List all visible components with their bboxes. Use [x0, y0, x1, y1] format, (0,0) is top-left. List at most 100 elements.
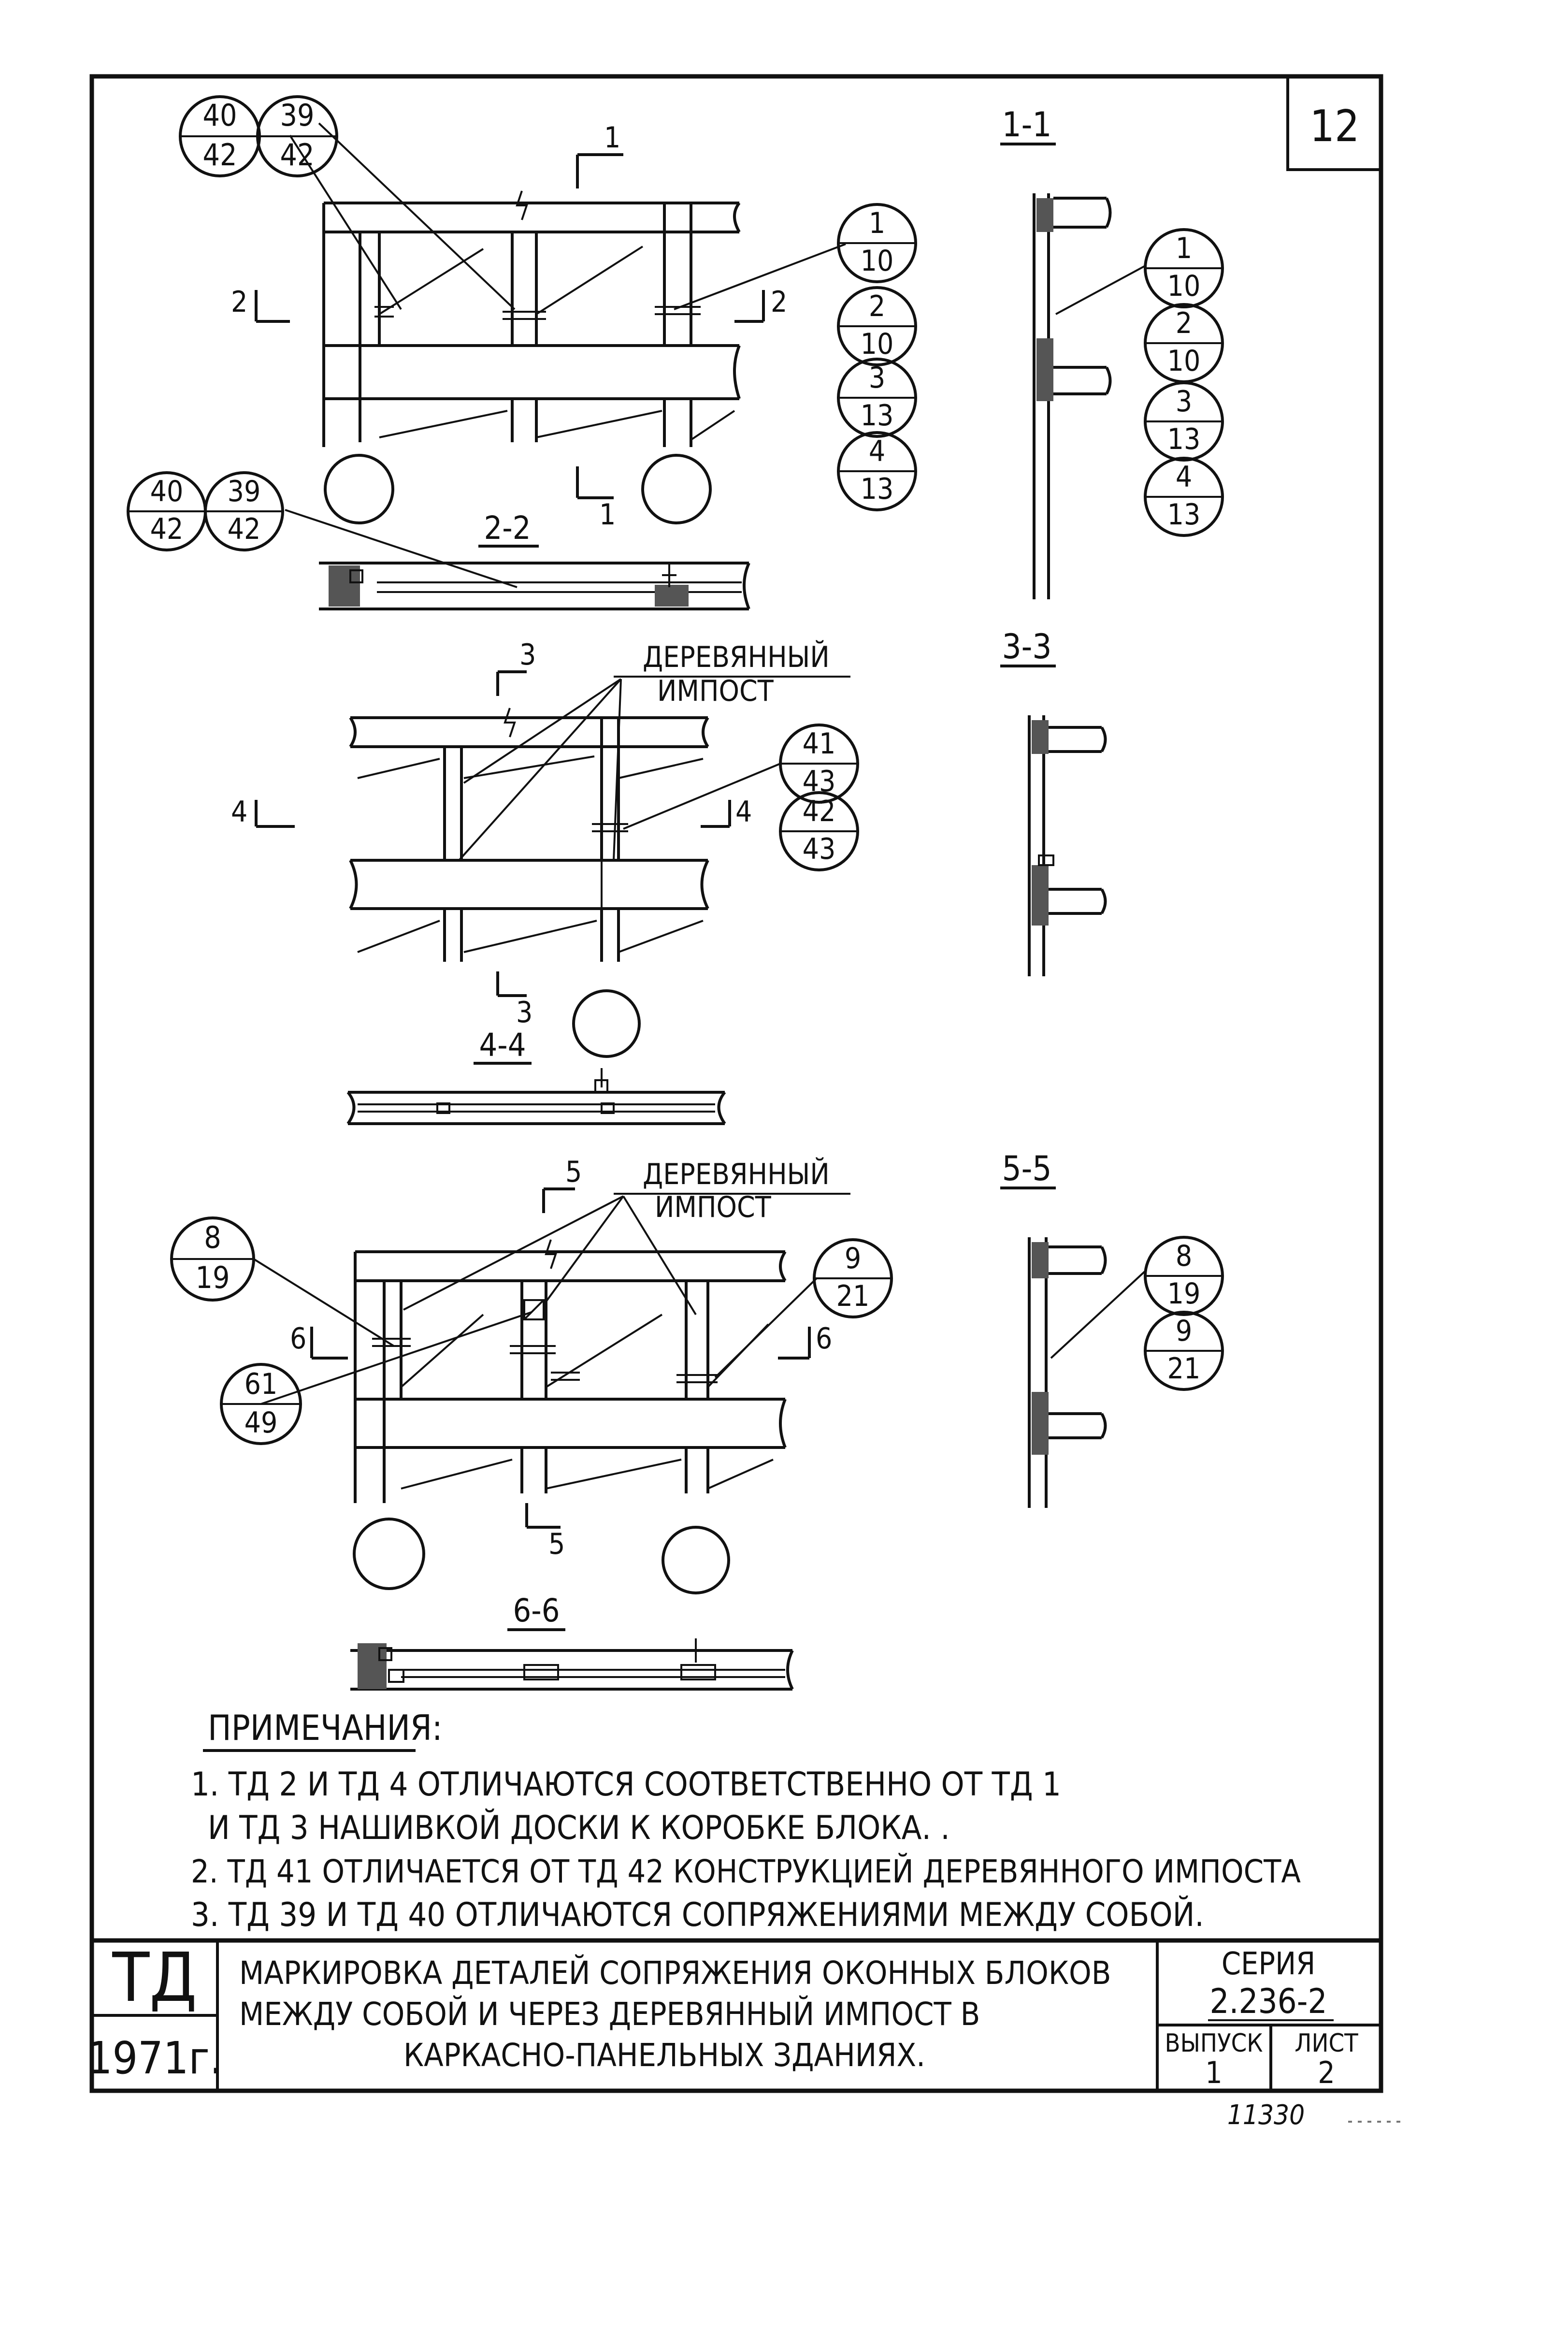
- series-value: 2.236-2: [1209, 1982, 1327, 2021]
- inventory-number: 11330: [1227, 2099, 1305, 2131]
- svg-text:6-6: 6-6: [513, 1592, 560, 1629]
- svg-text:2: 2: [869, 289, 885, 323]
- callout-2-10-b: 2 10: [837, 286, 917, 366]
- stamp-title-1: МАРКИРОВКА ДЕТАЛЕЙ СОПРЯЖЕНИЯ ОКОННЫХ БЛ…: [239, 1954, 1111, 1992]
- section-mark-2-right: 2: [771, 285, 787, 319]
- note-2: 2. ТД 41 ОТЛИЧАЕТСЯ ОТ ТД 42 КОНСТРУКЦИЕ…: [191, 1852, 1301, 1890]
- svg-text:19: 19: [1167, 1277, 1201, 1311]
- note-1b: И ТД 3 НАШИВКОЙ ДОСКИ К КОРОБКЕ БЛОКА. .: [208, 1809, 950, 1847]
- section-6-6: 6-6: [350, 1592, 794, 1691]
- section-title-1-1: 1-1: [1002, 105, 1052, 145]
- svg-text:10: 10: [861, 244, 894, 278]
- callout-3-13-b: 3 13: [837, 358, 917, 438]
- callout-1-10-c: 1 10: [1144, 228, 1224, 308]
- svg-text:43: 43: [803, 832, 836, 866]
- notes-block: ПРИМЕЧАНИЯ: 1. ТД 2 И ТД 4 ОТЛИЧАЮТСЯ СО…: [191, 1708, 1301, 1934]
- section-mark-1-top: 1: [604, 121, 620, 155]
- svg-text:40: 40: [203, 98, 237, 133]
- svg-text:41: 41: [803, 727, 836, 761]
- section-4-4: 4-4: [346, 1027, 726, 1125]
- svg-text:3: 3: [1176, 385, 1192, 419]
- svg-text:1: 1: [869, 206, 885, 240]
- svg-text:3: 3: [869, 361, 885, 395]
- wood-impost-label-bottom: ИМПОСТ: [657, 674, 774, 708]
- callout-39-42-a: 39 42: [256, 95, 338, 177]
- section-5-5: [1028, 1237, 1146, 1508]
- svg-text:49: 49: [245, 1406, 278, 1440]
- callout-42-43-e: 42 43: [779, 791, 859, 871]
- svg-text:19: 19: [196, 1260, 230, 1295]
- stamp-title-3: КАРКАСНО-ПАНЕЛЬНЫХ ЗДАНИЯХ.: [403, 2037, 925, 2074]
- svg-text:5: 5: [548, 1527, 565, 1561]
- elevation-3: ДЕРЕВЯННЫЙ ИМПОСТ 5: [253, 1155, 850, 1594]
- svg-text:4: 4: [869, 434, 885, 468]
- svg-text:4: 4: [231, 795, 247, 829]
- callout-3-13-c: 3 13: [1144, 381, 1224, 462]
- callout-41-43-e: 41 43: [779, 724, 859, 804]
- svg-text:21: 21: [1167, 1352, 1201, 1386]
- svg-text:8: 8: [204, 1220, 221, 1255]
- elevation-2: ДЕРЕВЯННЫЙ ИМПОСТ 3: [231, 638, 850, 1058]
- title-block: [92, 1938, 1381, 2091]
- callout-1-10-b: 1 10: [837, 203, 917, 283]
- stamp-org: ТД: [112, 1939, 197, 2017]
- svg-text:42: 42: [203, 137, 237, 173]
- section-3-3: [1028, 715, 1107, 976]
- notes-heading: ПРИМЕЧАНИЯ:: [208, 1708, 443, 1748]
- section-title-5-5: 5-5: [1002, 1149, 1052, 1188]
- svg-text:9: 9: [1176, 1314, 1192, 1348]
- wood-impost-label-top-2: ДЕРЕВЯННЫЙ: [643, 1157, 830, 1191]
- svg-text:42: 42: [280, 137, 315, 173]
- svg-text:9: 9: [845, 1242, 861, 1275]
- sheet-number: 12: [1309, 101, 1359, 152]
- callout-8-19-g: 8 19: [1144, 1236, 1224, 1316]
- svg-text:4: 4: [735, 795, 752, 829]
- svg-text:10: 10: [1167, 344, 1201, 378]
- callout-9-21-f: 9 21: [813, 1238, 893, 1318]
- svg-text:2: 2: [1176, 306, 1192, 340]
- svg-text:4-4: 4-4: [479, 1027, 526, 1064]
- svg-text:61: 61: [245, 1367, 278, 1401]
- section-title-3-3: 3-3: [1002, 627, 1052, 666]
- callout-40-42-d: 40 42: [127, 471, 207, 551]
- svg-text:10: 10: [1167, 269, 1201, 303]
- svg-text:10: 10: [861, 327, 894, 361]
- svg-text:8: 8: [1176, 1239, 1192, 1273]
- wood-impost-label-top: ДЕРЕВЯННЫЙ: [643, 639, 830, 674]
- svg-text:3: 3: [519, 638, 536, 672]
- section-mark-1-bottom: 1: [599, 498, 616, 532]
- stamp-title-2: МЕЖДУ СОБОЙ И ЧЕРЕЗ ДЕРЕВЯННЫЙ ИМПОСТ В: [239, 1995, 980, 2033]
- svg-text:42: 42: [228, 512, 261, 546]
- list-value: 2: [1318, 2055, 1335, 2090]
- svg-text:13: 13: [1167, 422, 1201, 456]
- callout-2-10-c: 2 10: [1144, 303, 1224, 383]
- svg-text:6: 6: [816, 1322, 832, 1356]
- svg-text:3: 3: [516, 996, 532, 1029]
- svg-text:1: 1: [1176, 232, 1192, 265]
- elevation-1: 1 1 2 2: [231, 121, 846, 532]
- series-label: СЕРИЯ: [1222, 1946, 1315, 1982]
- callout-4-13-c: 4 13: [1144, 457, 1224, 537]
- note-3: 3. ТД 39 И ТД 40 ОТЛИЧАЮТСЯ СОПРЯЖЕНИЯМИ…: [191, 1896, 1204, 1934]
- svg-text:2-2: 2-2: [484, 509, 531, 547]
- svg-text:39: 39: [280, 98, 315, 133]
- section-2-2: 2-2: [285, 509, 750, 610]
- svg-text:42: 42: [803, 795, 836, 828]
- svg-text:13: 13: [861, 399, 894, 433]
- svg-text:13: 13: [1167, 498, 1201, 532]
- list-label: ЛИСТ: [1295, 2029, 1358, 2058]
- note-1a: 1. ТД 2 И ТД 4 ОТЛИЧАЮТСЯ СООТВЕТСТВЕННО…: [191, 1766, 1061, 1804]
- svg-text:5: 5: [565, 1155, 582, 1189]
- issue-label: ВЫПУСК: [1165, 2029, 1263, 2058]
- callout-39-42-d: 39 42: [204, 471, 284, 551]
- section-1-1: [1033, 193, 1146, 599]
- svg-text:39: 39: [228, 475, 261, 508]
- svg-text:4: 4: [1176, 460, 1192, 494]
- stamp-year: 1971г.: [87, 2032, 222, 2084]
- drawing-frame: [89, 74, 1383, 2093]
- svg-text:42: 42: [150, 512, 184, 546]
- issue-value: 1: [1205, 2055, 1222, 2090]
- callout-4-13-b: 4 13: [837, 431, 917, 511]
- wood-impost-label-bottom-2: ИМПОСТ: [655, 1190, 772, 1224]
